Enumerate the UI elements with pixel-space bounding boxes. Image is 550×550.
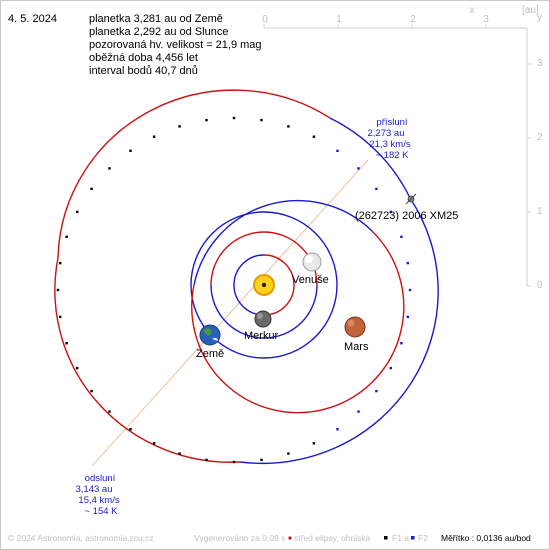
asteroid-marker (405, 193, 417, 205)
orbit-point (375, 389, 378, 393)
copyright: © 2024 Astronomia, astronomia.zcu.cz (8, 533, 154, 543)
date: 4. 5. 2024 (8, 13, 57, 25)
mars-planet (344, 316, 366, 338)
y-tick-3: 3 (537, 58, 543, 69)
perihelion-distance: 2,273 au (368, 128, 405, 139)
orbit-point (65, 235, 68, 238)
earth-planet (199, 324, 221, 346)
orbit-point (406, 315, 409, 319)
orbit-point (357, 167, 360, 170)
orbit-point (205, 118, 208, 122)
orbit-point (287, 125, 290, 128)
orbit-point (76, 210, 79, 214)
mercury-orbit (233, 254, 295, 316)
sun (253, 274, 275, 296)
aphelion-info: odsluní 3,143 au 15,4 km/s ~ 154 K (76, 473, 120, 517)
venus-label: Venuše (292, 274, 329, 286)
mercury-planet (254, 310, 272, 328)
asteroid-name: (262723) 2006 XM25 (355, 210, 458, 222)
scale-text: Měřítko : 0,0136 au/bod (441, 533, 531, 543)
apse-line (91, 159, 369, 467)
x-tick-2: 2 (410, 14, 416, 25)
earth-orbit (190, 211, 338, 359)
orbit-point (205, 458, 208, 462)
orbit-point (129, 428, 132, 431)
y-tick-0: 0 (537, 280, 543, 291)
info-line: planetka 3,281 au od Země (89, 13, 223, 25)
info-line: interval bodů 40,7 dnů (89, 65, 198, 77)
legend-f2: F2 (418, 533, 428, 543)
venus-planet (302, 252, 322, 272)
orbit-point (389, 366, 392, 370)
orbit-point (56, 288, 60, 292)
orbit-point (90, 187, 93, 191)
orbit-point (232, 460, 236, 464)
legend-center: střed elipsy, ohniska (294, 533, 371, 543)
footer: © 2024 Astronomia, astronomia.zcu.cz Vyg… (8, 533, 531, 543)
orbit-point (357, 410, 360, 413)
orbit-point (129, 149, 132, 152)
aphelion-distance: 3,143 au (76, 484, 113, 495)
orbit-point (108, 410, 111, 413)
orbit-point (260, 118, 263, 122)
orbit-point (59, 315, 62, 319)
legend-f1: F1 a (392, 533, 409, 543)
aphelion-speed: 15,4 km/s (78, 495, 119, 506)
info-line: planetka 2,292 au od Slunce (89, 26, 228, 38)
aphelion-title: odsluní (85, 473, 116, 484)
orbit-point (408, 288, 412, 292)
orbit-point (400, 235, 403, 238)
center-dot-icon (288, 536, 292, 540)
asteroid-orbit (54, 89, 439, 465)
perihelion-title: přísluní (376, 117, 408, 128)
f2-marker-icon (411, 536, 415, 540)
orbit-point (178, 452, 181, 455)
orbit-point (389, 210, 392, 214)
unit-label: [au] (522, 5, 539, 16)
mercury-label: Merkur (244, 330, 279, 342)
y-tick-1: 1 (537, 206, 543, 217)
orbit-point (90, 389, 93, 393)
y-tick-2: 2 (537, 132, 543, 143)
x-tick-1: 1 (336, 14, 342, 25)
info-line: pozorovaná hv. velikost = 21,9 mag (89, 39, 262, 51)
orbit-position-points (56, 116, 412, 464)
generated-time: Vygenerováno za 0,09 s (194, 533, 285, 543)
orbit-point (312, 135, 316, 138)
x-axis-label: x (470, 5, 475, 16)
orbit-point (76, 366, 79, 370)
y-axis-label: y (537, 12, 542, 23)
orbit-point (375, 187, 378, 191)
x-tick-0: 0 (262, 14, 268, 25)
orbit-point (152, 135, 156, 138)
mars-label: Mars (344, 341, 369, 353)
orbit-point (260, 458, 263, 462)
x-tick-3: 3 (483, 14, 489, 25)
orbit-point (287, 452, 290, 455)
info-line: oběžná doba 4,456 let (89, 52, 198, 64)
orbit-point (108, 167, 111, 170)
scale-axes: 0 1 2 3 x [au] 3 2 1 0 y (262, 5, 543, 291)
perihelion-days: ~ 182 K (375, 150, 409, 161)
f1-marker-icon (384, 536, 388, 540)
orbit-point (178, 125, 181, 128)
orbit-point (336, 428, 339, 431)
orbit-point (65, 342, 68, 345)
orbit-point (406, 261, 409, 265)
earth-label: Země (196, 348, 224, 360)
orbit-point (336, 149, 339, 152)
orbit-point (400, 342, 403, 345)
perihelion-speed: 21,3 km/s (369, 139, 410, 150)
perihelion-info: přísluní 2,273 au 21,3 km/s ~ 182 K (368, 117, 411, 161)
orbit-point (232, 116, 236, 120)
mars-orbit (191, 199, 405, 414)
orbit-point (312, 442, 316, 445)
aphelion-days: ~ 154 K (84, 506, 118, 517)
orbit-point (59, 261, 62, 265)
orbit-point (152, 442, 156, 445)
